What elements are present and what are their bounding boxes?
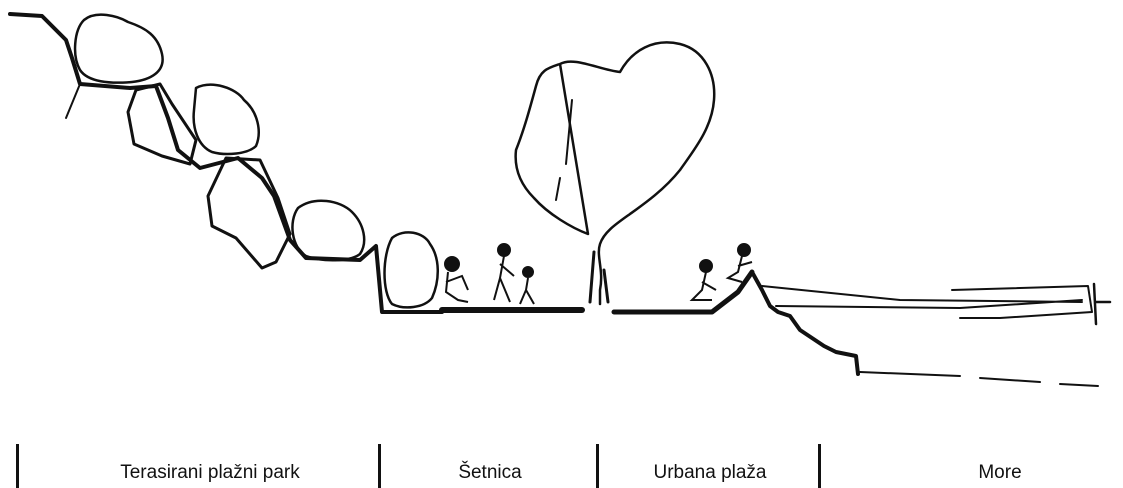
person-seated-left	[444, 256, 469, 303]
promenade-tree-trunk	[588, 250, 610, 304]
sea-edge-mark	[1092, 282, 1112, 326]
person-walking-child	[519, 266, 535, 305]
zone-label-urban-beach: Urbana plaža	[653, 462, 767, 483]
sea-surface-line	[761, 285, 1093, 319]
beach-ground	[611, 269, 755, 315]
rocky-shore	[750, 270, 860, 376]
sea-floor-line	[859, 371, 1099, 387]
person-seated-beach	[689, 259, 717, 301]
zone-divider-2	[378, 444, 381, 488]
person-on-rocks	[725, 243, 753, 283]
person-walking-adult	[493, 243, 515, 303]
promenade-tree-branch	[555, 99, 573, 201]
terrace-shrub-6	[383, 231, 439, 309]
terrace-shrub-5	[291, 199, 366, 262]
terrace-shrub-1	[73, 13, 164, 84]
terrace-shrub-4	[206, 156, 292, 270]
terrace-shrub-2	[126, 82, 198, 166]
zone-label-sea: More	[978, 462, 1022, 483]
zone-divider-3	[596, 444, 599, 488]
zone-label-terraced-beach-park: Terasirani plažni park	[120, 462, 300, 483]
terrace-slope-line	[8, 12, 444, 314]
terrace-shrub-3	[192, 83, 260, 156]
terrace-slope-branch	[65, 83, 81, 119]
zone-label-promenade: Šetnica	[458, 462, 522, 483]
promenade-tree-canopy	[514, 41, 716, 306]
coastal-section-sketch	[8, 12, 1112, 387]
zone-divider-4	[818, 444, 821, 488]
zone-divider-1	[16, 444, 19, 488]
